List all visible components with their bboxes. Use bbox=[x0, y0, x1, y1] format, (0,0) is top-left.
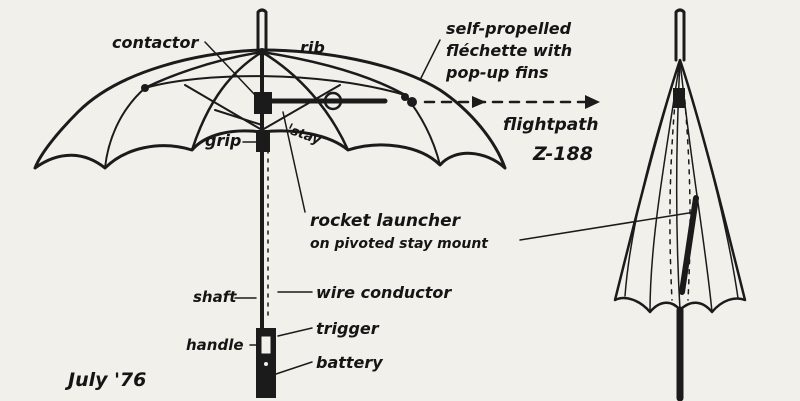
label-flechette-3: pop-up fins bbox=[445, 63, 548, 82]
label-flightpath: flightpath bbox=[503, 115, 598, 135]
leader-contactor bbox=[204, 41, 256, 96]
label-shaft: shaft bbox=[193, 288, 237, 306]
grip-collar bbox=[256, 130, 270, 152]
closed-launcher bbox=[679, 195, 699, 295]
closed-fold-5 bbox=[679, 59, 739, 299]
label-grip: grip bbox=[205, 131, 241, 150]
leader-launcher-closed bbox=[519, 211, 696, 241]
closed-contactor bbox=[673, 88, 685, 108]
rib-left-lower bbox=[104, 87, 146, 169]
rib-right-upper bbox=[260, 50, 407, 97]
leader-battery bbox=[275, 361, 313, 375]
contactor-block bbox=[254, 92, 272, 114]
launcher-pivot bbox=[323, 91, 343, 111]
ferrule bbox=[256, 8, 268, 54]
label-trigger: trigger bbox=[316, 319, 380, 338]
rib-mid-left bbox=[190, 50, 264, 152]
flechette-marker bbox=[472, 96, 486, 108]
canopy-inner-arc bbox=[144, 75, 406, 96]
battery-dot bbox=[264, 362, 268, 366]
label-handle: handle bbox=[186, 336, 244, 354]
closed-umbrella bbox=[613, 8, 747, 401]
label-pivoted-stay-mount: on pivoted stay mount bbox=[310, 236, 489, 252]
labels: contactor rib grip stay self-propelled f… bbox=[64, 19, 598, 391]
leader-stay bbox=[289, 123, 293, 129]
rib-mid-right bbox=[260, 50, 350, 152]
stay-left-2 bbox=[214, 109, 263, 126]
label-stay: stay bbox=[289, 124, 324, 149]
label-flightpath-code: Z-188 bbox=[532, 143, 593, 165]
launcher-muzzle bbox=[407, 97, 417, 107]
leader-launcher bbox=[282, 111, 306, 213]
leader-lines bbox=[204, 39, 696, 375]
label-date: July '76 bbox=[64, 369, 146, 391]
label-contactor: contactor bbox=[112, 33, 199, 52]
label-rib: rib bbox=[300, 38, 325, 57]
rib-left-upper bbox=[143, 50, 264, 90]
closed-fold-4 bbox=[624, 59, 681, 297]
label-flechette-1: self-propelled bbox=[446, 19, 572, 38]
flightpath-arrowhead bbox=[585, 95, 600, 109]
closed-ferrule bbox=[674, 8, 686, 62]
label-rocket-launcher: rocket launcher bbox=[310, 211, 462, 231]
open-umbrella bbox=[33, 8, 600, 398]
rib-joint bbox=[401, 93, 409, 101]
closed-dashed-2 bbox=[683, 89, 691, 301]
label-wire-conductor: wire conductor bbox=[316, 283, 452, 302]
label-flechette-2: fléchette with bbox=[446, 41, 572, 60]
leader-flechette bbox=[419, 39, 441, 81]
trigger bbox=[260, 335, 272, 355]
closed-dashed-1 bbox=[669, 89, 677, 301]
rib-joint bbox=[141, 84, 149, 92]
label-battery: battery bbox=[316, 353, 383, 372]
leader-trigger bbox=[277, 327, 313, 337]
stay-right bbox=[261, 84, 341, 131]
stay-left bbox=[184, 84, 263, 131]
